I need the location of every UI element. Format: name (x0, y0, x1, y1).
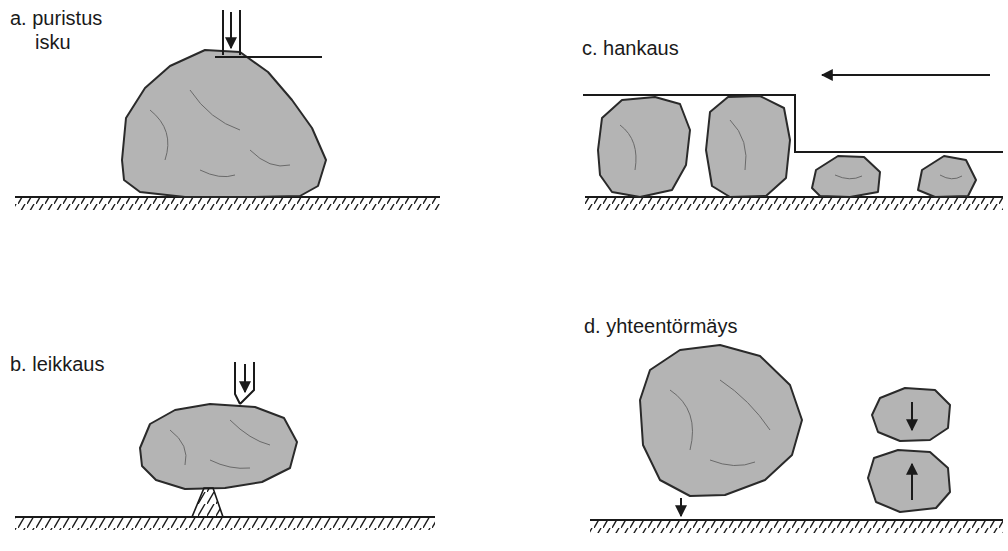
panel-collision (590, 345, 1003, 533)
rock (122, 50, 326, 197)
panel-shear (15, 362, 435, 530)
fall-arrow (680, 498, 682, 516)
ground-hatch (590, 521, 1003, 533)
impact-arrow (911, 402, 913, 430)
panel-compression (15, 10, 440, 210)
press-plate (215, 56, 322, 58)
rock-texture (150, 90, 290, 177)
ground-line (15, 516, 435, 518)
lower-blade (192, 488, 223, 517)
press-plunger (239, 10, 241, 55)
rock-texture (620, 120, 962, 179)
rock (640, 345, 802, 496)
ground-hatch (15, 518, 435, 530)
rock (812, 156, 880, 197)
rock-texture (170, 420, 270, 468)
motion-arrow (822, 74, 990, 76)
rock (872, 388, 950, 441)
impact-arrow (911, 464, 913, 500)
force-arrow (230, 12, 232, 48)
upper-blade (235, 362, 254, 404)
ground-hatch (15, 198, 440, 210)
ground-hatch (585, 198, 1003, 210)
rock (706, 96, 790, 197)
panel-label: b. leikkaus (10, 352, 210, 376)
panel-label: d. yhteentörmäys (584, 314, 824, 338)
press-plunger (222, 10, 224, 55)
rock (918, 156, 976, 197)
panel-label: c. hankaus (582, 36, 782, 60)
ground-line (590, 519, 1003, 521)
panel-abrasion (583, 75, 1003, 210)
panel-label: a. puristus isku (10, 6, 143, 54)
rock (868, 450, 950, 512)
rock-texture (670, 380, 770, 466)
rock (598, 97, 690, 197)
rock (140, 404, 297, 489)
force-arrow (244, 364, 246, 392)
